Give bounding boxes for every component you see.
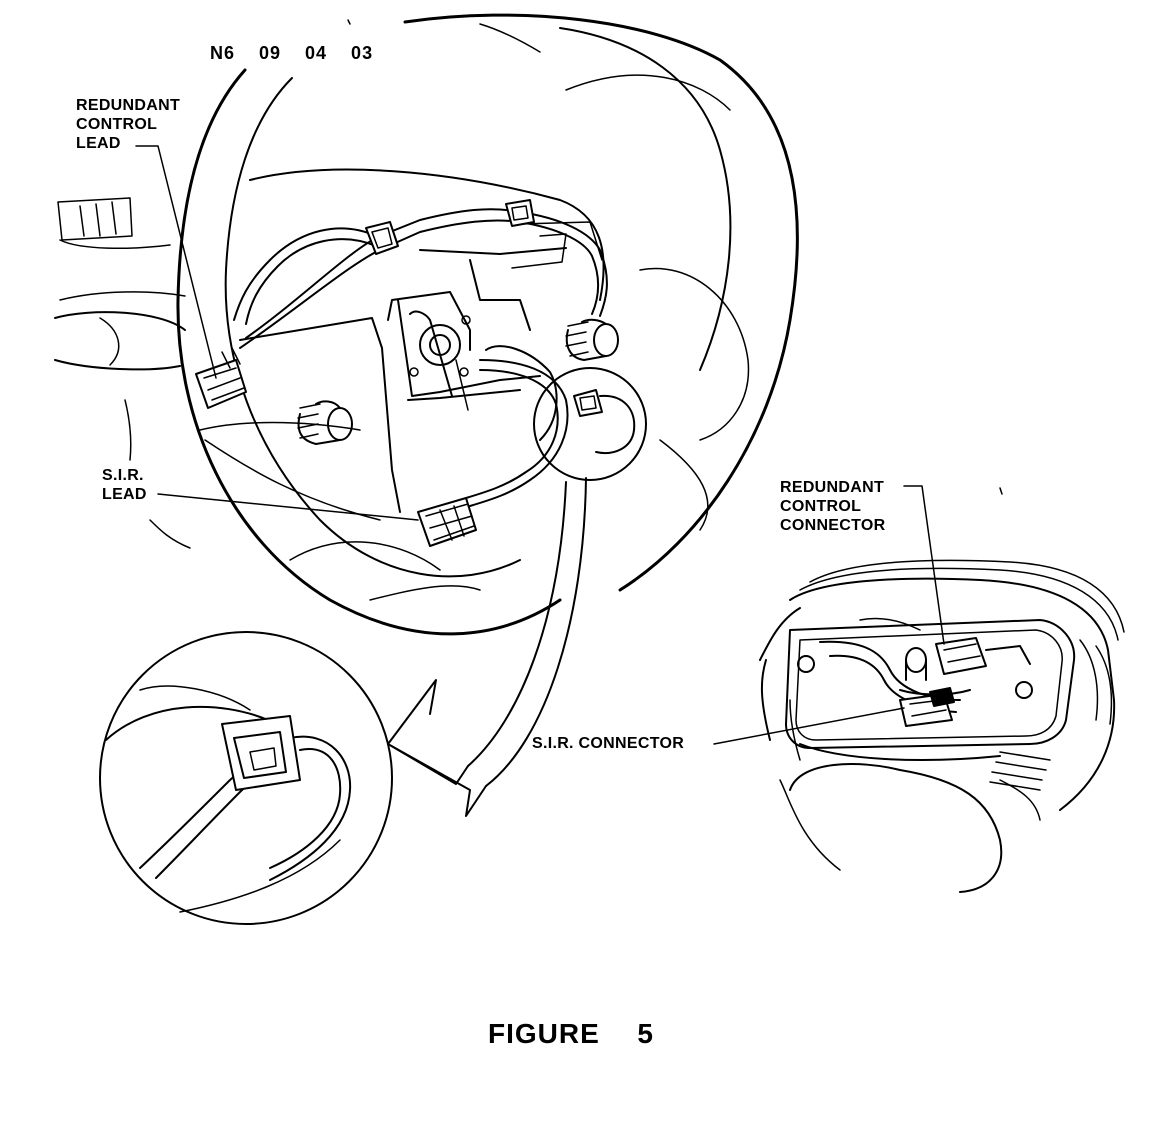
- figure-caption: FIGURE 5: [488, 1018, 654, 1049]
- steering-wheel-rim: [176, 13, 799, 636]
- detail-arrow: [387, 477, 587, 817]
- airbag-module: [759, 487, 1125, 893]
- label-sir-lead: S.I.R. LEAD: [102, 467, 147, 503]
- label-redundant-control-lead: REDUNDANT CONTROL LEAD: [76, 97, 181, 152]
- detail-view: [99, 631, 393, 925]
- steering-hub: [239, 168, 619, 513]
- dashboard-background: [54, 19, 351, 549]
- detail-marker-circle: [533, 367, 647, 481]
- drawing-code: N6 09 04 03: [210, 43, 374, 63]
- label-sir-connector: S.I.R. CONNECTOR: [532, 735, 685, 752]
- label-redundant-control-connector: REDUNDANT CONTROL CONNECTOR: [780, 479, 886, 534]
- wire-harness: [195, 199, 636, 547]
- leader-lines: [135, 145, 945, 745]
